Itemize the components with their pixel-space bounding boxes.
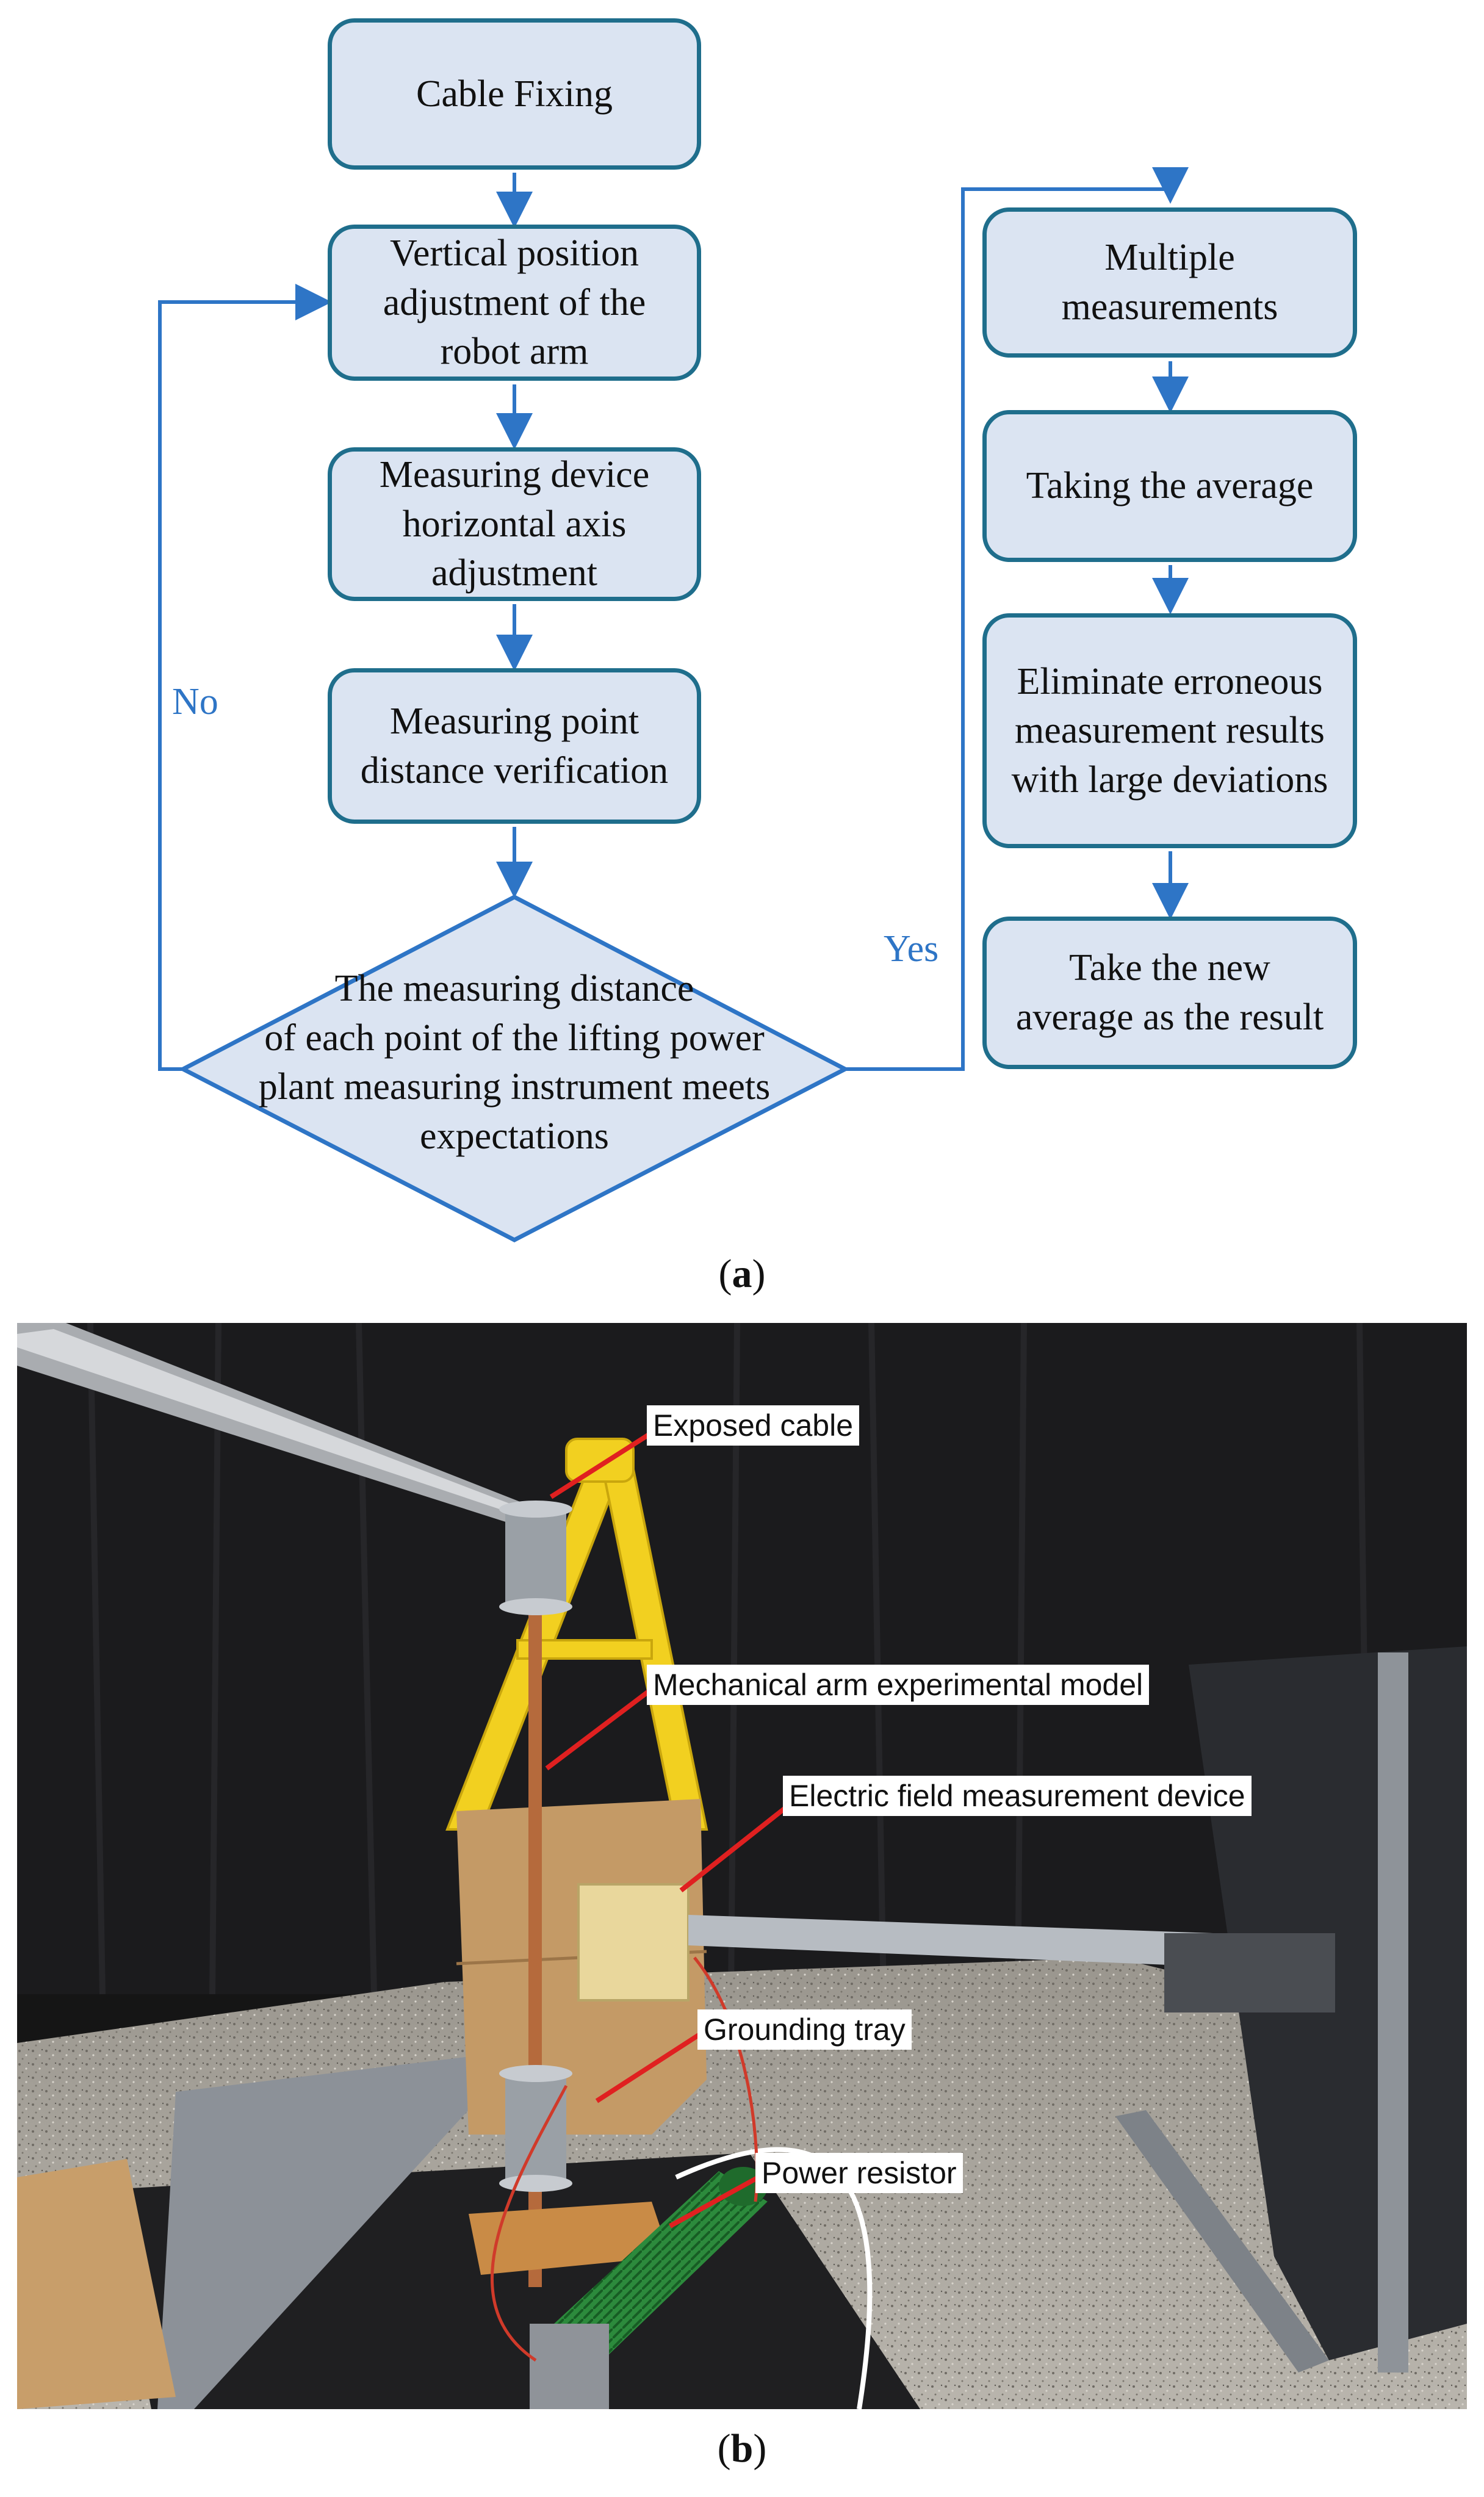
cardboard-box-left: [17, 2159, 176, 2409]
label-mechanical-arm-model: Mechanical arm experimental model: [647, 1665, 1150, 1705]
caption-b: (b): [717, 2426, 767, 2471]
step-vertical-adjustment: Vertical position adjustment of the robo…: [328, 225, 701, 381]
right-frame: [1115, 1646, 1467, 2373]
step-distance-verification: Measuring point distance verification: [328, 668, 701, 824]
power-resistor: [554, 2171, 768, 2360]
arrow-no-loop: [158, 284, 332, 1071]
arrow-yes-path: [845, 167, 1189, 1071]
step-eliminate-errors: Eliminate erroneous measurement results …: [982, 613, 1357, 848]
decision-text: The measuring distance of each point of …: [258, 968, 771, 1157]
insulators: [499, 1501, 572, 2192]
flowchart-connectors: [158, 167, 1189, 1242]
yes-label: Yes: [884, 928, 939, 970]
step-new-average: Take the new average as the result: [982, 917, 1357, 1069]
step-taking-average: Taking the average: [982, 410, 1357, 562]
step-multiple-measurements: Multiple measurements: [982, 207, 1357, 358]
no-label: No: [172, 681, 218, 722]
grounding-tray: [469, 2202, 670, 2275]
caption-a: (a): [718, 1252, 766, 1296]
step-horizontal-adjustment: Measuring device horizontal axis adjustm…: [328, 447, 701, 601]
annotation-lines: [545, 1430, 791, 2229]
label-electric-field-device: Electric field measurement device: [783, 1776, 1252, 1816]
label-grounding-tray: Grounding tray: [697, 2009, 912, 2050]
photo-scene: [17, 1323, 1467, 2409]
step-cable-fixing: Cable Fixing: [328, 18, 701, 170]
left-rail: [157, 2055, 499, 2409]
experiment-photo: Exposed cable Mechanical arm experimenta…: [17, 1323, 1467, 2409]
measurement-device: [577, 1883, 690, 2002]
label-exposed-cable: Exposed cable: [647, 1405, 860, 1446]
flowchart-panel-a: Cable Fixing Vertical position adjustmen…: [158, 18, 1357, 1242]
horizontal-arm: [688, 1915, 1213, 1967]
label-power-resistor: Power resistor: [755, 2153, 963, 2193]
decision-diamond: [178, 895, 850, 1242]
